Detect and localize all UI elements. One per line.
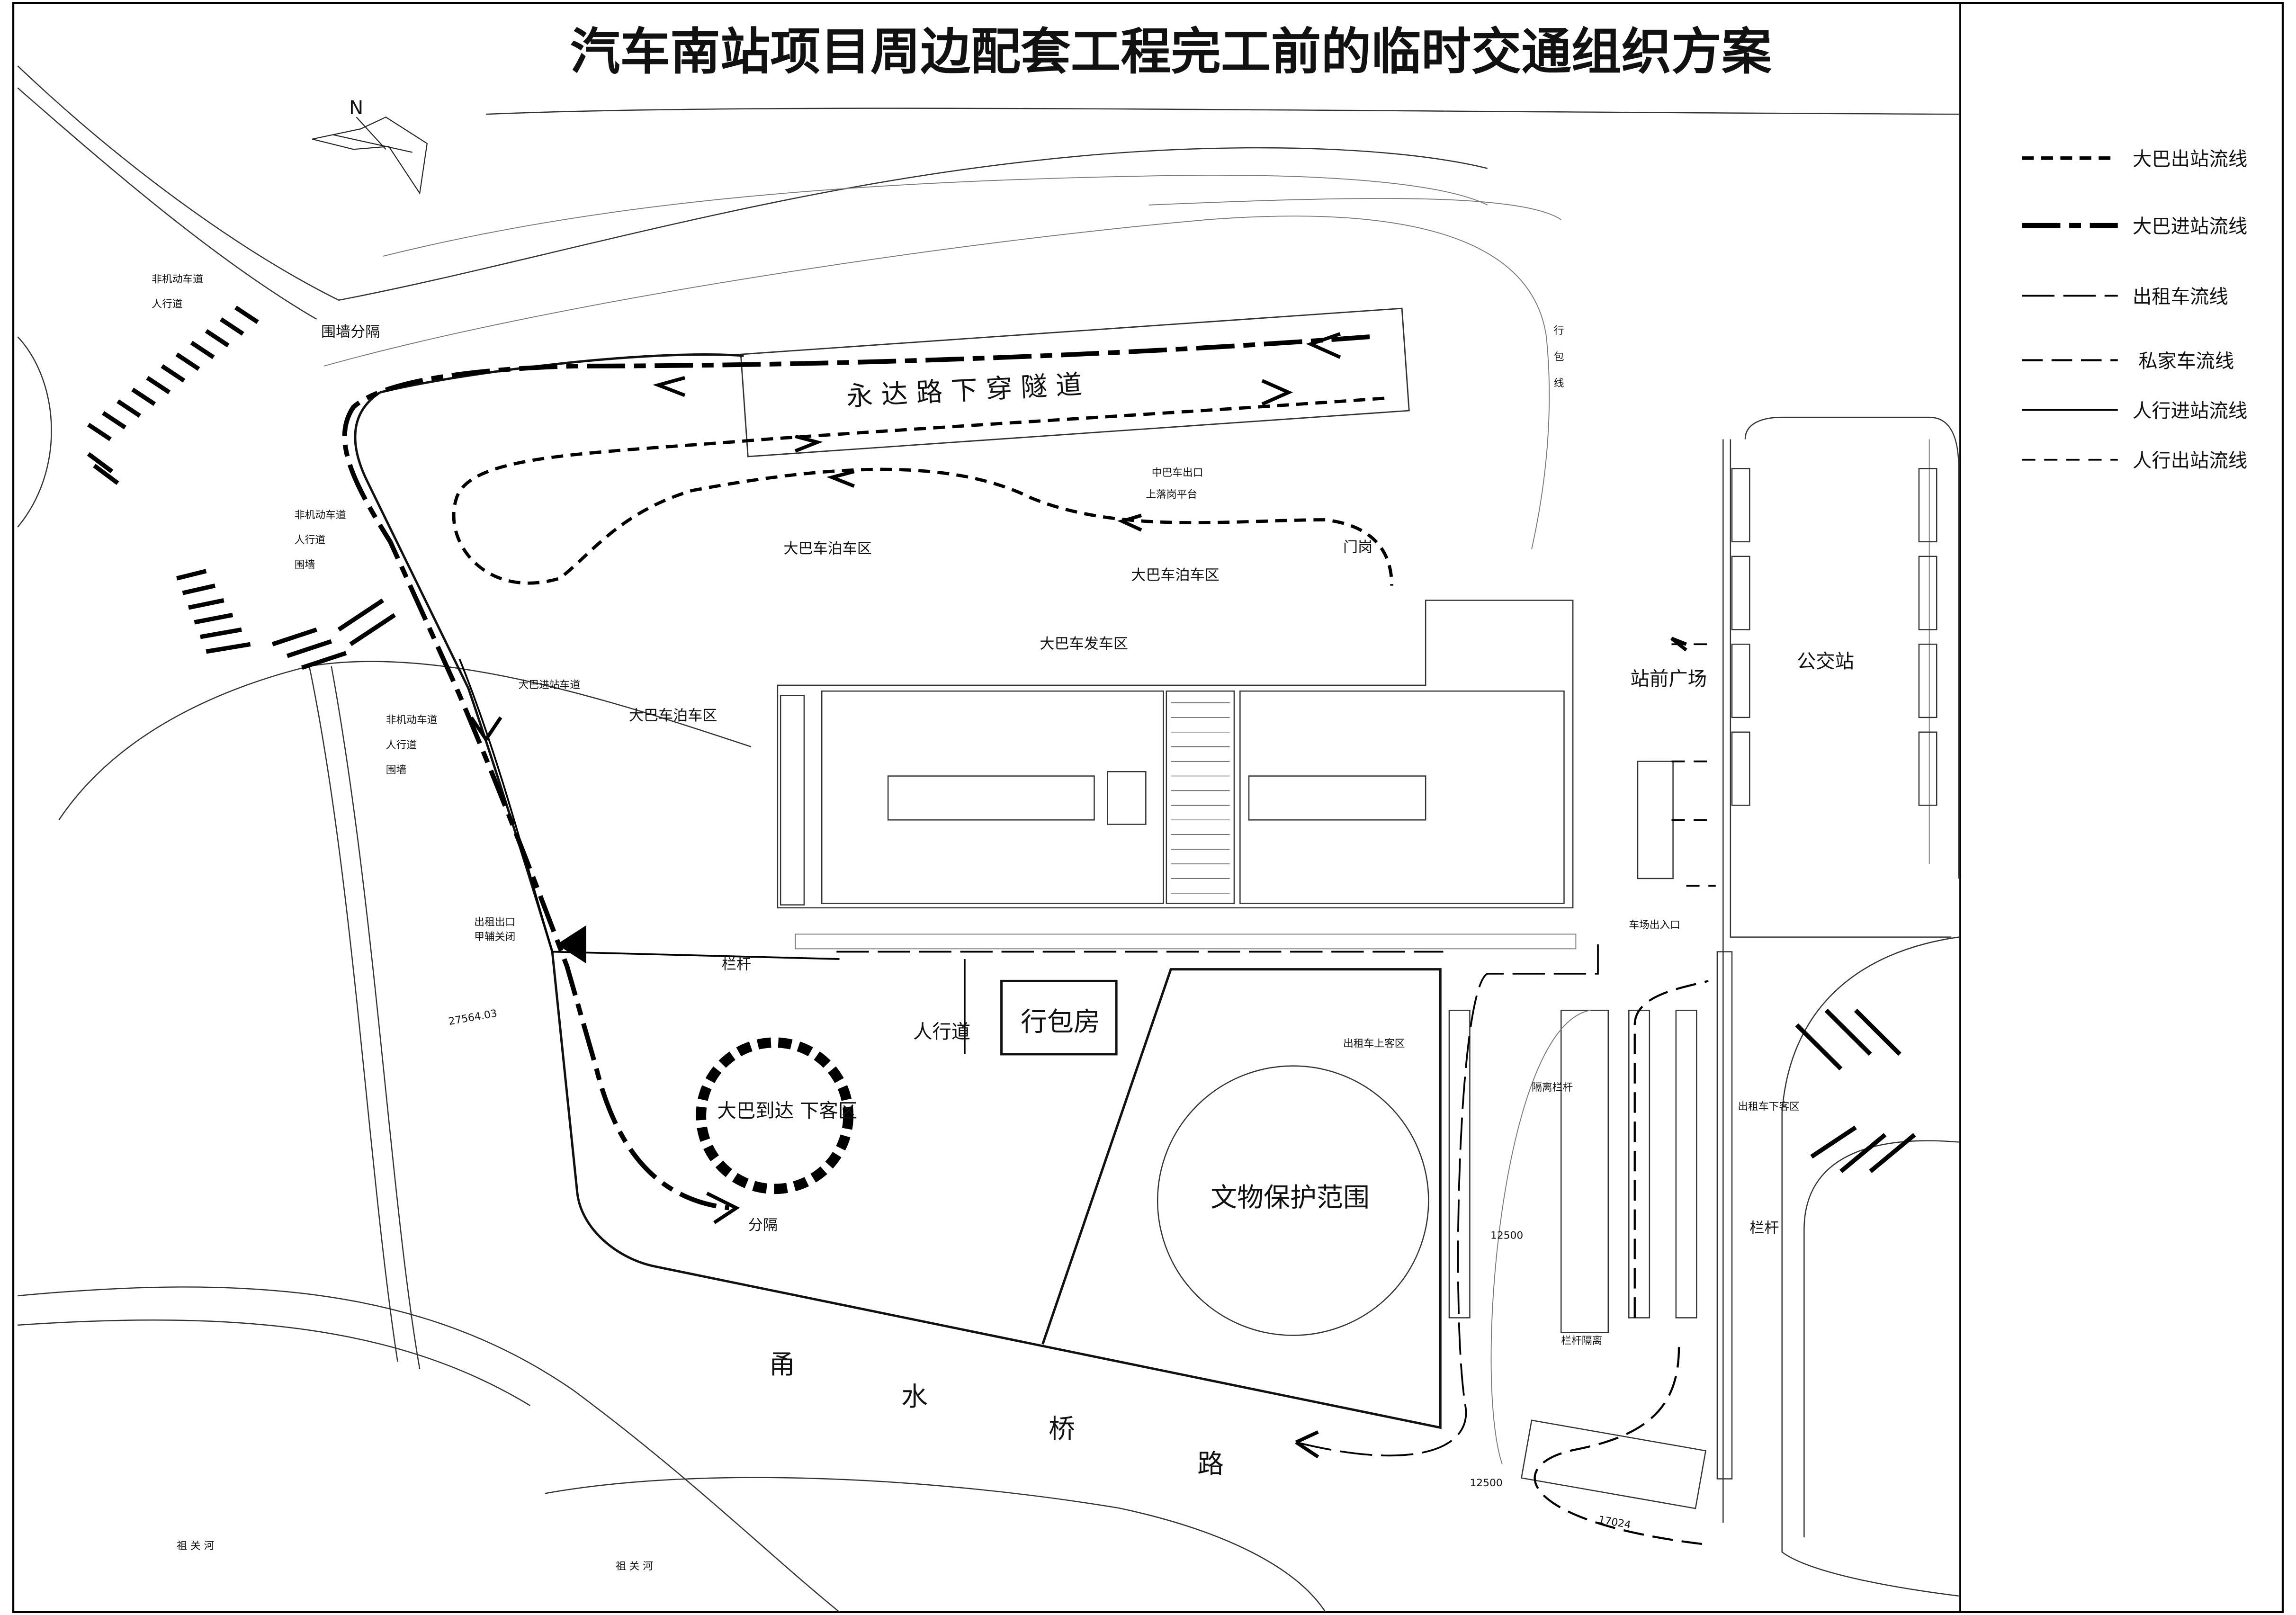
svg-text:N: N bbox=[349, 97, 363, 119]
legend: 大巴出站流线 大巴进站流线 出租车流线 私家车流线 人行进站流线 人行出站流线 bbox=[2022, 148, 2247, 472]
taxi-area bbox=[1448, 761, 1733, 1509]
site-boundary bbox=[354, 353, 1442, 1429]
dim-label-1: 27564.03 bbox=[448, 1008, 498, 1028]
luggage-line-2: 包 bbox=[1554, 351, 1564, 363]
page-title: 汽车南站项目周边配套工程完工前的临时交通组织方案 bbox=[570, 23, 1772, 81]
ped-in-flow bbox=[458, 658, 966, 1054]
bus-arrival-label: 大巴到达 下客区 bbox=[717, 1100, 857, 1122]
people-label-2: 人行道 bbox=[295, 534, 325, 546]
private-car-flow bbox=[1534, 980, 1709, 1546]
heritage-label: 文物保护范围 bbox=[1211, 1183, 1370, 1213]
svg-text:永 达 路 下 穿 隧 道: 永 达 路 下 穿 隧 道 bbox=[845, 369, 1083, 413]
legend-label-ped-in: 人行进站流线 bbox=[2133, 400, 2247, 422]
exit-entrance-label-2: 甲辅关闭 bbox=[474, 931, 515, 943]
bus-station-label: 公交站 bbox=[1797, 650, 1854, 673]
luggage-line-3: 线 bbox=[1554, 377, 1564, 389]
wall-label-1: 围墙 bbox=[295, 559, 315, 571]
station-plaza-label: 站前广场 bbox=[1630, 668, 1707, 690]
people-label-3: 人行道 bbox=[386, 739, 417, 751]
legend-label-private: 私家车流线 bbox=[2138, 350, 2234, 372]
exit-entrance-label-1: 出租出口 bbox=[474, 916, 515, 928]
legend-label-bus-in: 大巴进站流线 bbox=[2133, 215, 2247, 238]
railing-label-1: 栏杆 bbox=[722, 956, 751, 973]
luggage-line-1: 行 bbox=[1554, 325, 1564, 337]
bus-departure-label: 大巴车发车区 bbox=[1040, 636, 1128, 653]
isolation-rail-label: 隔离栏杆 bbox=[1532, 1082, 1573, 1094]
north-arrow-icon: N bbox=[312, 97, 428, 195]
heritage-diagonal bbox=[1041, 969, 1172, 1345]
taxi-dropoff-label: 出租车下客区 bbox=[1738, 1101, 1800, 1113]
bus-arrival-circle bbox=[696, 1037, 854, 1194]
rail-isolation-label: 栏杆隔离 bbox=[1561, 1335, 1602, 1347]
crosswalks bbox=[87, 305, 1916, 1173]
drawing-frame bbox=[12, 2, 2284, 1613]
bus-out-flow-top bbox=[452, 396, 1394, 586]
nonmotor-label-1: 非机动车道 bbox=[152, 274, 203, 286]
flow-arrows bbox=[469, 332, 1687, 1459]
road-network bbox=[17, 65, 1960, 1613]
river-label-2: 祖 关 河 bbox=[616, 1561, 653, 1572]
bridge-road-1: 甬 bbox=[769, 1349, 795, 1380]
bus-stop-shelters bbox=[1731, 468, 1937, 806]
taxi-pickup-label: 出租车上客区 bbox=[1343, 1038, 1405, 1050]
minibus-platform-label: 上落岗平台 bbox=[1146, 489, 1197, 501]
luggage-room-box bbox=[1000, 979, 1118, 1056]
minibus-exit-label: 中巴车出口 bbox=[1152, 467, 1203, 479]
dim-label-4: 12500 bbox=[1470, 1477, 1502, 1489]
legend-label-taxi: 出租车流线 bbox=[2133, 286, 2228, 308]
luggage-room-label: 行包房 bbox=[1021, 1007, 1100, 1038]
taxi-flow bbox=[836, 944, 1599, 1457]
nonmotor-label-3: 非机动车道 bbox=[386, 714, 438, 726]
bus-parking-top-label: 大巴车泊车区 bbox=[783, 540, 872, 557]
bus-parking-mid-label: 大巴车泊车区 bbox=[1131, 566, 1220, 583]
railing-label-2: 栏杆 bbox=[1749, 1220, 1779, 1237]
bus-parking-left-label: 大巴车泊车区 bbox=[629, 707, 718, 724]
pedestrian-label: 人行道 bbox=[913, 1021, 970, 1043]
bus-entry-lane-label: 大巴进站车道 bbox=[519, 679, 581, 691]
people-label-1: 人行道 bbox=[152, 298, 182, 310]
dim-label-2: 12500 bbox=[1490, 1230, 1523, 1242]
wall-separator-label: 围墙分隔 bbox=[321, 323, 380, 341]
separator-label: 分隔 bbox=[748, 1217, 778, 1234]
station-building bbox=[777, 600, 1577, 950]
dim-label-3: 17024 bbox=[1597, 1514, 1632, 1531]
nonmotor-label-2: 非机动车道 bbox=[295, 509, 346, 521]
parking-entrance-label: 车场出入口 bbox=[1629, 919, 1680, 931]
wall-label-2: 围墙 bbox=[386, 764, 407, 776]
guard-label: 门岗 bbox=[1343, 539, 1372, 556]
bus-in-flow-top bbox=[342, 334, 1370, 1211]
legend-label-bus-out: 大巴出站流线 bbox=[2133, 148, 2247, 170]
bridge-road-3: 桥 bbox=[1049, 1414, 1075, 1445]
heritage-circle bbox=[1157, 1065, 1429, 1336]
legend-label-ped-out: 人行出站流线 bbox=[2133, 449, 2247, 472]
bridge-road-4: 路 bbox=[1197, 1449, 1224, 1480]
bus-in-direction-marker bbox=[556, 925, 586, 964]
river-label-1: 祖 关 河 bbox=[177, 1540, 214, 1552]
bridge-road-2: 水 bbox=[901, 1382, 928, 1412]
